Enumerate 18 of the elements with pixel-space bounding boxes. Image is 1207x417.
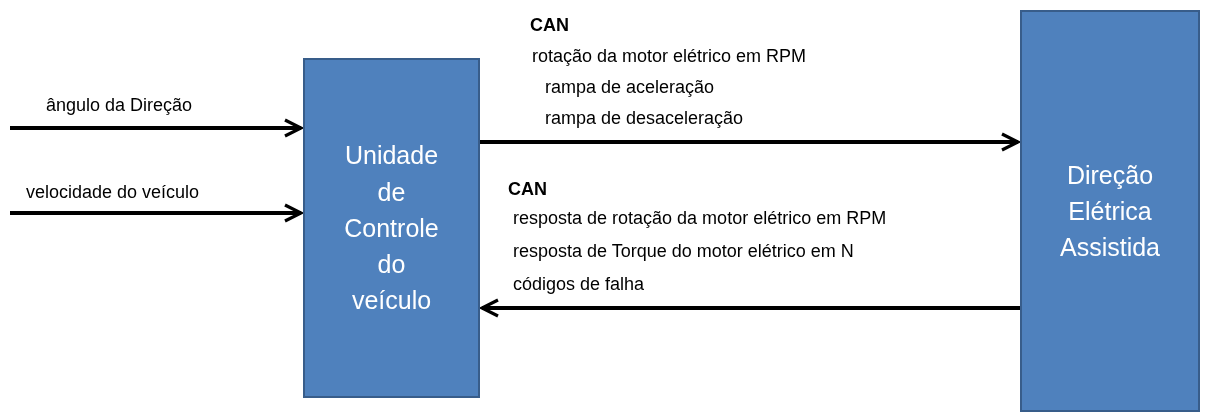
arrow (10, 203, 303, 223)
signal-label: rampa de aceleração (545, 78, 715, 96)
box-title: Direção Elétrica Assistida (1058, 159, 1161, 264)
signal-label: CAN (530, 16, 569, 34)
edge-label: velocidade do veículo (26, 183, 200, 201)
edge-label: ângulo da Direção (46, 96, 193, 114)
process-box (1020, 10, 1200, 412)
signal-label: códigos de falha (513, 275, 645, 293)
arrow (480, 132, 1020, 152)
signal-label: resposta de rotação da motor elétrico em RPM (513, 209, 887, 227)
signal-label: resposta de Torque do motor elétrico em N (513, 242, 854, 260)
process-box (303, 58, 480, 398)
box-title: Unidade de Controle do veículo (343, 140, 440, 317)
signal-label: rampa de desaceleração (545, 109, 744, 127)
signal-label: CAN (508, 180, 547, 198)
signal-label: rotação da motor elétrico em RPM (532, 47, 807, 65)
arrow (10, 118, 303, 138)
arrow (480, 298, 1020, 318)
